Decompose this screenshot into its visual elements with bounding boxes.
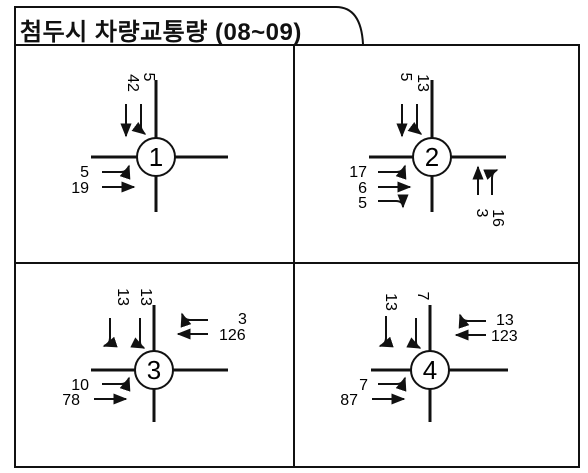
movement-arrow <box>102 164 131 180</box>
movement-arrow <box>130 318 146 349</box>
volume-label: 10 <box>71 377 89 394</box>
panel-divider-vertical <box>293 46 295 466</box>
volume-label: 5 <box>397 73 414 82</box>
intersection-2: 2 5 13 17 6 5 3 16 <box>349 73 506 227</box>
movement-arrow <box>378 316 394 348</box>
volume-label: 13 <box>414 74 431 92</box>
intersection-node <box>134 350 174 390</box>
volume-label: 13 <box>382 293 399 311</box>
intersection-number: 4 <box>423 355 437 385</box>
movement-arrow <box>131 104 147 135</box>
volume-label: 7 <box>359 377 368 394</box>
movement-arrow <box>483 169 499 195</box>
movement-arrow <box>102 318 118 348</box>
diagram-frame <box>14 44 580 468</box>
volume-label: 87 <box>340 392 358 409</box>
intersection-node <box>412 137 452 177</box>
intersection-number: 3 <box>147 355 161 385</box>
volume-label: 16 <box>489 209 506 227</box>
intersection-3: 3 13 13 3 126 10 78 <box>62 288 247 422</box>
volume-label: 42 <box>124 74 141 92</box>
intersection-1: 1 42 5 5 19 <box>71 73 228 212</box>
volume-label: 5 <box>140 73 157 82</box>
page-title: 첨두시 차량교통량 (08~09) <box>20 19 302 46</box>
movement-arrow <box>378 164 407 180</box>
volume-label: 3 <box>238 311 247 328</box>
movement-arrow <box>378 376 407 392</box>
intersection-number: 2 <box>425 142 439 172</box>
volume-label: 3 <box>473 209 490 218</box>
intersection-node <box>136 137 176 177</box>
title-tab <box>14 6 364 46</box>
volume-label: 5 <box>80 164 89 181</box>
volume-label: 7 <box>414 292 431 301</box>
volume-label: 19 <box>71 180 89 197</box>
panel-divider-horizontal <box>16 262 578 264</box>
volume-label: 13 <box>114 288 131 306</box>
volume-label: 13 <box>496 312 514 329</box>
intersection-number: 1 <box>149 142 163 172</box>
movement-arrow <box>406 318 422 349</box>
volume-label: 6 <box>358 180 367 197</box>
volume-label: 126 <box>219 327 246 344</box>
volume-label: 17 <box>349 164 367 181</box>
movement-arrow <box>102 376 131 392</box>
volume-label: 5 <box>358 195 367 212</box>
intersection-node <box>410 350 450 390</box>
movement-arrow <box>407 104 423 135</box>
movement-arrow <box>378 194 409 209</box>
intersection-4: 4 13 7 13 123 7 87 <box>340 292 518 422</box>
volume-label: 123 <box>491 328 518 345</box>
volume-label: 78 <box>62 392 80 409</box>
movement-arrow <box>458 313 486 329</box>
movement-arrow <box>180 312 208 328</box>
volume-label: 13 <box>137 288 154 306</box>
